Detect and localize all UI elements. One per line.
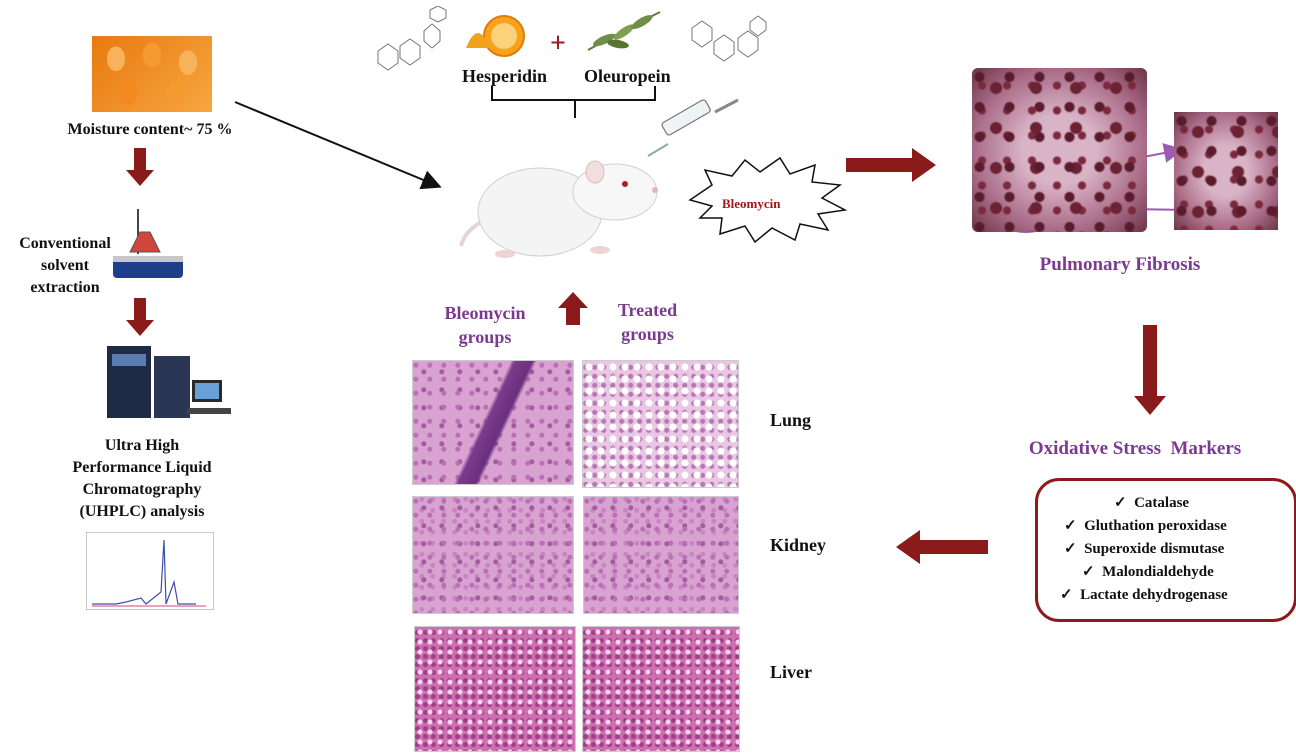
peel-to-rat-arrow (234, 101, 442, 190)
lung-zoom-photo (1174, 112, 1278, 230)
hesperidin-label: Hesperidin (462, 66, 548, 86)
moisture-label: Moisture content~ 75 % (67, 121, 233, 138)
down-arrow-1 (126, 148, 154, 186)
lung-treated-histology (582, 360, 739, 488)
rat-image (459, 160, 658, 258)
kidney-bleomycin-histology (412, 496, 574, 614)
marker-item: ✓ Malondialdehyde (1082, 564, 1214, 580)
syringe-icon (647, 98, 739, 157)
olive-branch-icon (587, 11, 661, 51)
liver-treated-histology (582, 626, 740, 752)
right-arrow-fibrosis (846, 148, 936, 182)
marker-item: ✓ Superoxide dismutase (1064, 541, 1225, 557)
marker-item: ✓ Catalase (1114, 495, 1190, 511)
organ-label-liver: Liver (770, 662, 812, 682)
oleuropein-structure-icon (691, 15, 767, 62)
liver-bleomycin-histology (414, 626, 576, 752)
down-arrow-markers (1134, 325, 1166, 415)
up-arrow-rat (558, 292, 588, 325)
bleomycin-groups-label: Bleomycin groups (444, 303, 526, 347)
orange-peel-image (92, 36, 212, 112)
marker-item: ✓ Gluthation peroxidase (1064, 518, 1227, 534)
fibrotic-lung-photo (972, 68, 1147, 232)
compound-brace (491, 86, 656, 118)
lung-bleomycin-histology (412, 360, 574, 485)
left-arrow-organs (896, 530, 988, 564)
organ-label-lung: Lung (770, 410, 812, 430)
chromatogram-image (86, 532, 214, 610)
uhplc-instrument-icon (107, 346, 231, 418)
hotplate-stirrer-icon (113, 209, 183, 278)
uhplc-label: Ultra High Performance Liquid Chromatogr… (72, 437, 212, 520)
hesperidin-structure-icon (377, 6, 447, 71)
pulmonary-fibrosis-label: Pulmonary Fibrosis (1039, 254, 1201, 275)
bleomycin-agent-label: Bleomycin (722, 196, 781, 211)
oleuropein-label: Oleuropein (584, 66, 671, 86)
extraction-label: Conventional solvent extraction (19, 235, 111, 296)
down-arrow-2 (126, 298, 154, 336)
plus-sign: + (550, 28, 566, 59)
organ-label-kidney: Kidney (770, 535, 827, 555)
marker-item: ✓ Lactate dehydrogenase (1060, 587, 1228, 603)
kidney-treated-histology (583, 496, 739, 614)
oxidative-stress-title: Oxidative Stress Markers (1028, 438, 1242, 459)
bleomycin-starburst (688, 156, 848, 244)
orange-slice-icon (466, 15, 525, 57)
markers-box: ✓ Catalase ✓ Gluthation peroxidase ✓ Sup… (1035, 478, 1296, 622)
treated-groups-label: Treated groups (617, 300, 678, 344)
